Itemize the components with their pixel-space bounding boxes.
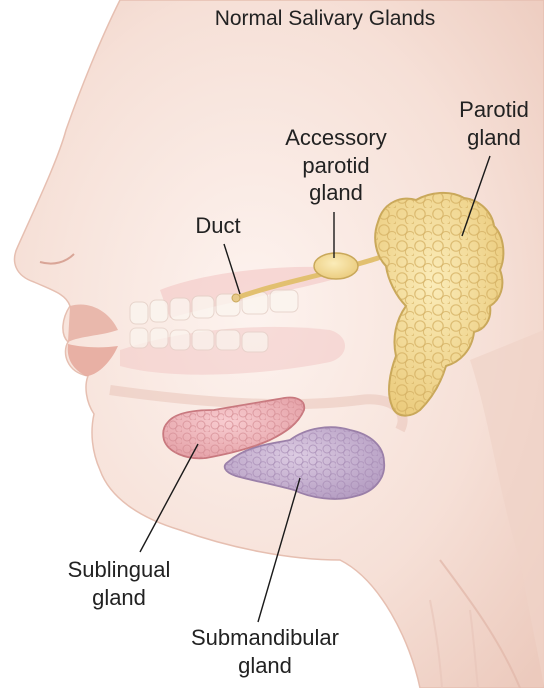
label-accessory-line-3: gland	[262, 179, 410, 207]
label-submandibular-gland: Submandibular gland	[160, 624, 370, 679]
label-duct: Duct	[178, 212, 258, 240]
duct-opening	[232, 294, 240, 302]
label-parotid-line-1: Parotid	[444, 96, 544, 124]
label-duct-line-1: Duct	[178, 212, 258, 240]
label-sublingual-gland: Sublingual gland	[44, 556, 194, 611]
label-accessory-parotid-gland: Accessory parotid gland	[262, 124, 410, 207]
label-sublingual-line-2: gland	[44, 584, 194, 612]
accessory-parotid-gland	[314, 253, 358, 279]
label-submandibular-line-2: gland	[160, 652, 370, 680]
label-parotid-gland: Parotid gland	[444, 96, 544, 151]
label-parotid-line-2: gland	[444, 124, 544, 152]
label-accessory-line-2: parotid	[262, 152, 410, 180]
label-submandibular-line-1: Submandibular	[160, 624, 370, 652]
label-sublingual-line-1: Sublingual	[44, 556, 194, 584]
label-accessory-line-1: Accessory	[262, 124, 410, 152]
diagram-title: Normal Salivary Glands	[150, 6, 500, 32]
